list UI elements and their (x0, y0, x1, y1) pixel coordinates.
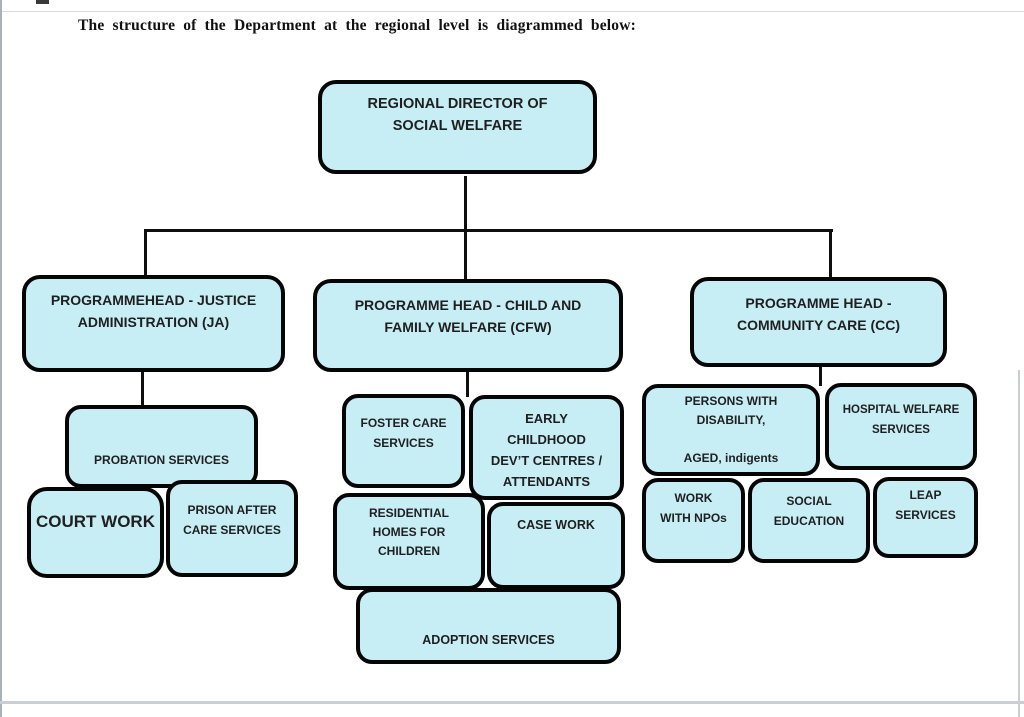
node-social-education: SOCIAL EDUCATION (748, 478, 870, 563)
node-foster-care: FOSTER CARE SERVICES (342, 394, 465, 488)
node-court-work: COURT WORK (27, 487, 164, 578)
node-residential-homes: RESIDENTIAL HOMES FOR CHILDREN (333, 493, 485, 590)
node-programme-head-ja: PROGRAMMEHEAD - JUSTICE ADMINISTRATION (… (22, 275, 285, 372)
page-border-left (0, 0, 2, 717)
node-programme-head-cc: PROGRAMME HEAD - COMMUNITY CARE (CC) (690, 277, 947, 367)
node-early-childhood: EARLY CHILDHOOD DEV’T CENTRES / ATTENDAN… (469, 395, 624, 500)
node-persons-with-disability: PERSONS WITH DISABILITY, AGED, indigents (642, 384, 820, 476)
page-border-bottom (0, 701, 1024, 704)
page-border-top (0, 11, 1024, 12)
node-programme-head-cfw: PROGRAMME HEAD - CHILD AND FAMILY WELFAR… (313, 279, 623, 372)
page-border-right (1018, 370, 1020, 717)
node-prison-after-care: PRISON AFTER CARE SERVICES (166, 480, 298, 577)
connector-cfw-to-children (466, 370, 469, 397)
node-hospital-welfare: HOSPITAL WELFARE SERVICES (825, 383, 977, 470)
node-case-work: CASE WORK (487, 502, 625, 589)
connector-down-ja (144, 229, 147, 277)
node-adoption-services: ADOPTION SERVICES (356, 588, 621, 664)
connector-down-cc (829, 229, 832, 279)
connector-cc-to-children (819, 365, 822, 386)
page-title: The structure of the Department at the r… (78, 17, 637, 34)
node-leap-services: LEAP SERVICES (873, 477, 978, 558)
connector-horizontal (144, 229, 833, 232)
node-regional-director: REGIONAL DIRECTOR OF SOCIAL WELFARE (318, 80, 597, 174)
cropped-text-fragment (36, 0, 49, 4)
node-probation-services: PROBATION SERVICES (65, 405, 258, 488)
connector-ja-to-children (141, 370, 144, 407)
node-work-with-npos: WORK WITH NPOs (642, 478, 745, 563)
